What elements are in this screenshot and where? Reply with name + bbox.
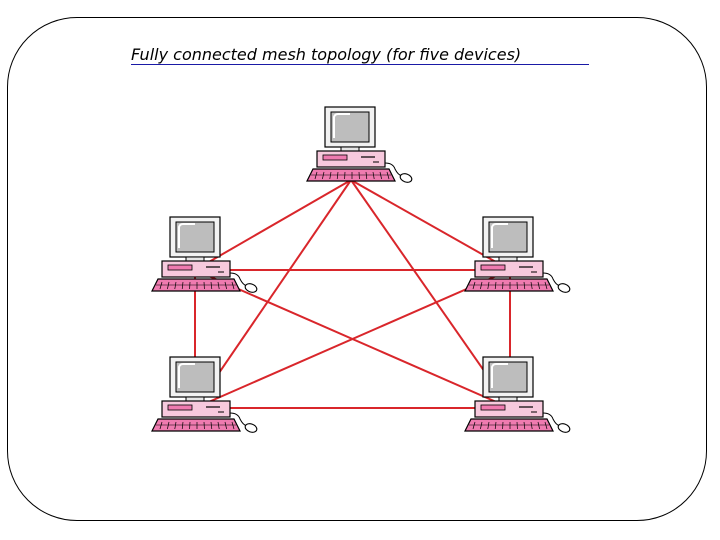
- screen-glare: [178, 363, 195, 388]
- mouse: [244, 423, 258, 433]
- monitor-neck: [498, 256, 518, 262]
- mouse: [244, 283, 258, 293]
- keyboard-key-line: [217, 421, 220, 430]
- keyboard-key-line: [314, 171, 318, 180]
- disk-drive: [167, 404, 193, 411]
- links-layer: [194, 179, 511, 409]
- keyboard-key-line: [544, 281, 548, 290]
- keyboard-key-line: [217, 281, 220, 290]
- screen-glare: [491, 223, 508, 248]
- computer-icon-upper-right: [464, 216, 571, 293]
- title-underline: [131, 64, 589, 65]
- link-upper-right-lower-left: [194, 269, 511, 409]
- keyboard-key-line: [487, 281, 490, 290]
- keyboard-key-line: [537, 421, 540, 430]
- keyboard-key-line: [336, 171, 339, 180]
- link-top-upper-left: [194, 179, 352, 271]
- keyboard-key-line: [167, 281, 170, 290]
- monitor-screen: [488, 221, 528, 253]
- keyboard-key-line: [480, 281, 483, 290]
- keyboard-key-line: [210, 421, 213, 430]
- mouse-cable: [229, 272, 248, 287]
- mouse: [399, 173, 413, 183]
- keyboard-key-line: [372, 171, 375, 180]
- keyboard-key-line: [386, 171, 390, 180]
- mouse-cable: [229, 412, 248, 427]
- computer-icon-lower-left: [151, 356, 258, 433]
- keyboard-key-line: [480, 421, 483, 430]
- keyboard-key-line: [159, 281, 163, 290]
- keyboard-key-line: [159, 421, 163, 430]
- keyboard-key-line: [530, 421, 533, 430]
- keyboard-key-line: [544, 421, 548, 430]
- mouse-cable: [384, 162, 403, 177]
- mouse: [557, 283, 571, 293]
- keyboard-key-line: [224, 281, 227, 290]
- keyboard-key-line: [472, 281, 476, 290]
- keyboard-key-line: [487, 421, 490, 430]
- keyboard-key-line: [329, 171, 332, 180]
- keyboard-key-line: [167, 421, 170, 430]
- keyboard-key-line: [174, 421, 177, 430]
- keyboard-key-line: [231, 421, 235, 430]
- monitor-neck: [498, 396, 518, 402]
- disk-drive: [322, 154, 348, 161]
- monitor-screen: [488, 361, 528, 393]
- keyboard-key-line: [224, 421, 227, 430]
- keyboard-key-line: [181, 421, 184, 430]
- monitor-screen: [175, 221, 215, 253]
- keyboard-key-line: [181, 281, 184, 290]
- computer-icon-lower-right: [464, 356, 571, 433]
- link-top-lower-left: [194, 179, 352, 409]
- keyboard-key-line: [231, 281, 235, 290]
- mouse-cable: [542, 272, 561, 287]
- keyboard-key-line: [530, 281, 533, 290]
- monitor-neck: [185, 256, 205, 262]
- keyboard-key-line: [322, 171, 325, 180]
- disk-drive: [167, 264, 193, 271]
- computer-icon-upper-left: [151, 216, 258, 293]
- keyboard-key-line: [174, 281, 177, 290]
- keyboard-key-line: [494, 421, 497, 430]
- keyboard-key-line: [537, 281, 540, 290]
- keyboard-key-line: [523, 281, 526, 290]
- keyboard-key-line: [494, 281, 497, 290]
- keyboard-key-line: [523, 421, 526, 430]
- screen-glare: [491, 363, 508, 388]
- diagram-title: Fully connected mesh topology (for five …: [131, 45, 522, 64]
- mouse: [557, 423, 571, 433]
- monitor-screen: [175, 361, 215, 393]
- screen-glare: [333, 113, 350, 138]
- monitor-screen: [330, 111, 370, 143]
- keyboard-key-line: [472, 421, 476, 430]
- mouse-cable: [542, 412, 561, 427]
- devices-layer: [151, 106, 571, 433]
- screen-glare: [178, 223, 195, 248]
- disk-drive: [480, 264, 506, 271]
- monitor-neck: [340, 146, 360, 152]
- monitor-neck: [185, 396, 205, 402]
- disk-drive: [480, 404, 506, 411]
- keyboard-key-line: [365, 171, 368, 180]
- computer-icon-top: [306, 106, 413, 183]
- keyboard-key-line: [210, 281, 213, 290]
- keyboard-key-line: [379, 171, 382, 180]
